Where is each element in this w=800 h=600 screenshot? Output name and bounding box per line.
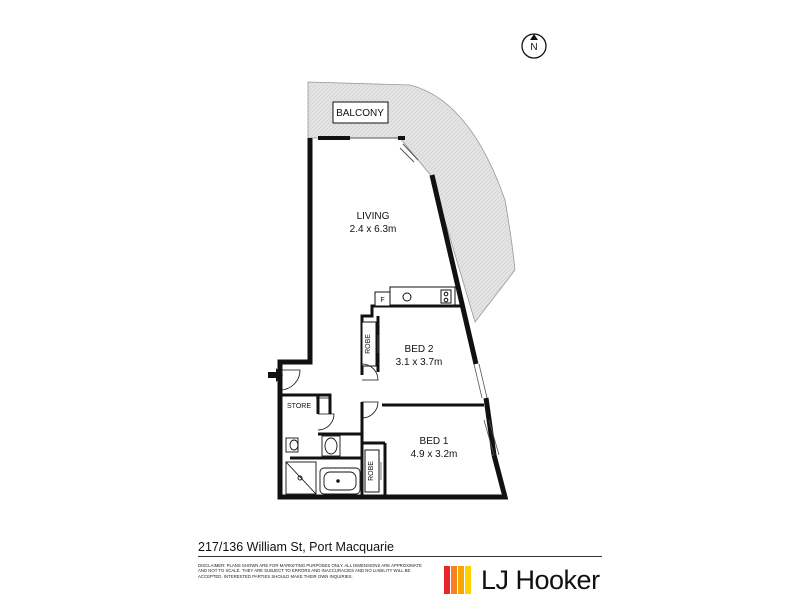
svg-text:ROBE: ROBE <box>368 461 375 481</box>
brand-bar-orange <box>451 566 457 594</box>
store-cupboard: STORE <box>287 403 311 410</box>
svg-text:4.9 x 3.2m: 4.9 x 3.2m <box>411 449 458 460</box>
brand-mark-icon <box>444 566 472 594</box>
brand-bar-amber <box>458 566 464 594</box>
balcony-area <box>307 81 516 323</box>
bed2-label: BED 2 3.1 x 3.7m <box>396 344 443 368</box>
brand-name: LJ Hooker <box>481 565 600 595</box>
brand-bar-yellow <box>465 566 471 594</box>
fridge-space: F <box>374 291 391 307</box>
disclaimer-text: DISCLAIMER: PLANS SHOWN ARE FOR MARKETIN… <box>198 563 422 579</box>
brand-logo: LJ Hooker <box>444 566 600 594</box>
svg-text:2.4 x 6.3m: 2.4 x 6.3m <box>350 224 397 235</box>
bed2-robe: ROBE <box>361 321 379 367</box>
svg-text:BED 1: BED 1 <box>420 436 449 447</box>
svg-text:F: F <box>380 297 384 304</box>
entry-arrow-icon <box>268 368 283 382</box>
north-compass-icon: N <box>521 33 547 59</box>
bed1-label: BED 1 4.9 x 3.2m <box>411 436 458 460</box>
property-address: 217/136 William St, Port Macquarie <box>198 540 394 554</box>
door-swings <box>279 363 379 431</box>
living-label: LIVING 2.4 x 6.3m <box>350 211 397 235</box>
bathroom-fixtures <box>285 435 361 495</box>
balcony-label: BALCONY <box>332 101 389 124</box>
svg-text:3.1 x 3.7m: 3.1 x 3.7m <box>396 357 443 368</box>
brand-bar-red <box>444 566 450 594</box>
svg-text:ROBE: ROBE <box>365 334 372 354</box>
svg-text:LIVING: LIVING <box>357 211 390 222</box>
kitchen-bench <box>389 286 456 307</box>
svg-text:BALCONY: BALCONY <box>336 108 384 119</box>
exterior-walls <box>277 138 509 500</box>
svg-text:BED 2: BED 2 <box>405 344 434 355</box>
svg-text:STORE: STORE <box>287 403 311 410</box>
compass-label: N <box>530 42 537 53</box>
bed1-robe: ROBE <box>364 449 382 493</box>
footer-divider <box>198 556 602 557</box>
balcony-door <box>318 136 419 163</box>
bedroom-windows <box>473 363 500 456</box>
